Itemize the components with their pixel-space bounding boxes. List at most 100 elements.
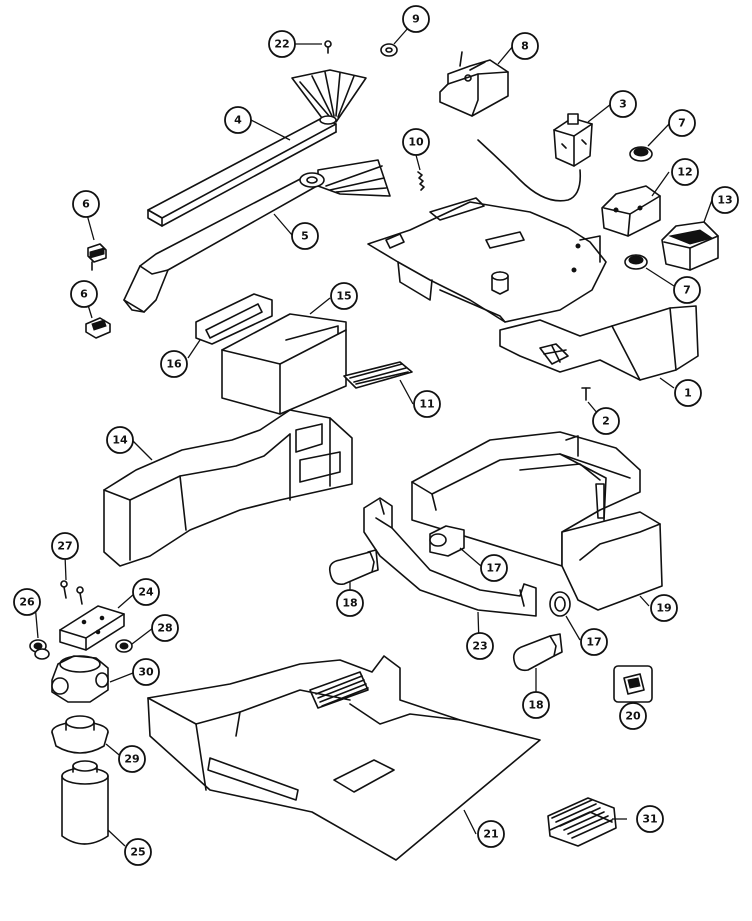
callout-label: 24 — [138, 586, 154, 599]
callout-5: 5 — [291, 222, 319, 250]
callout-28: 28 — [151, 614, 179, 642]
callout-6-lower: 6 — [70, 280, 98, 308]
part-12-relay — [601, 185, 661, 237]
callout-23: 23 — [466, 632, 494, 660]
callout-label: 8 — [521, 40, 529, 53]
part-17-socket-lower — [549, 591, 571, 617]
callout-26: 26 — [13, 588, 41, 616]
part-31-heater-coil — [547, 797, 617, 847]
callout-14: 14 — [106, 426, 134, 454]
part-25-filter-cartridge — [61, 760, 109, 845]
callout-24: 24 — [132, 578, 160, 606]
callout-label: 14 — [112, 434, 128, 447]
part-8-switch — [439, 51, 509, 117]
callout-18-lower: 18 — [522, 691, 550, 719]
callout-label: 26 — [19, 596, 35, 609]
part-20-clip — [613, 665, 653, 703]
part-7-knob-top — [629, 146, 653, 162]
part-11-grille — [343, 361, 413, 389]
part-16-frame — [195, 293, 273, 345]
callout-17-upper: 17 — [480, 554, 508, 582]
part-30-filter-head — [51, 655, 109, 703]
part-18-bulb-lower — [512, 633, 563, 672]
callout-label: 7 — [683, 284, 691, 297]
callout-7-lower: 7 — [673, 276, 701, 304]
part-29-filter-cap — [51, 715, 109, 754]
callout-label: 6 — [82, 198, 90, 211]
callout-label: 30 — [138, 666, 154, 679]
callout-label: 9 — [412, 13, 420, 26]
callout-label: 25 — [130, 846, 145, 859]
callout-label: 12 — [677, 166, 692, 179]
callout-20: 20 — [619, 702, 647, 730]
part-26-fitting — [29, 639, 50, 660]
part-6-clip-upper — [87, 243, 107, 271]
callout-label: 21 — [483, 828, 498, 841]
callout-label: 5 — [301, 230, 309, 243]
callout-label: 7 — [678, 117, 686, 130]
callout-29: 29 — [118, 745, 146, 773]
part-15-duct — [221, 313, 347, 415]
part-7-knob-lower — [624, 254, 648, 270]
callout-label: 23 — [472, 640, 487, 653]
part-22-screw — [324, 40, 332, 54]
callout-11: 11 — [413, 390, 441, 418]
callout-10: 10 — [402, 128, 430, 156]
callout-4: 4 — [224, 106, 252, 134]
callout-label: 27 — [57, 540, 72, 553]
callout-8: 8 — [511, 32, 539, 60]
part-3-thermostat — [477, 113, 593, 202]
part-1-control-housing — [367, 197, 699, 381]
callout-30: 30 — [132, 658, 160, 686]
part-17-socket-upper — [429, 525, 465, 557]
part-28-fitting — [115, 639, 133, 653]
callout-15: 15 — [330, 282, 358, 310]
callout-7-upper: 7 — [668, 109, 696, 137]
callout-19: 19 — [650, 594, 678, 622]
callout-17-lower: 17 — [580, 628, 608, 656]
part-9-washer — [380, 43, 398, 57]
part-14-duct-housing — [103, 409, 353, 567]
part-10-spring — [417, 171, 425, 191]
callout-label: 28 — [157, 622, 172, 635]
callout-label: 20 — [625, 710, 641, 723]
callout-1: 1 — [674, 379, 702, 407]
callout-16: 16 — [160, 350, 188, 378]
callout-label: 19 — [656, 602, 671, 615]
callout-label: 10 — [408, 136, 424, 149]
callout-label: 17 — [586, 636, 601, 649]
callout-label: 18 — [528, 699, 543, 712]
callout-27: 27 — [51, 532, 79, 560]
part-4-damper-arm — [147, 69, 367, 227]
part-5-damper-arm — [123, 159, 391, 313]
part-21-base-pan — [147, 655, 541, 861]
part-23-front-rail — [363, 497, 537, 617]
callout-13: 13 — [711, 186, 739, 214]
callout-label: 1 — [684, 387, 692, 400]
callout-label: 15 — [336, 290, 351, 303]
part-2-screw — [581, 387, 591, 401]
callout-label: 4 — [234, 114, 242, 127]
callout-label: 3 — [619, 98, 627, 111]
callout-21: 21 — [477, 820, 505, 848]
callout-31: 31 — [636, 805, 664, 833]
callout-label: 29 — [124, 753, 139, 766]
callout-label: 2 — [602, 415, 610, 428]
callout-label: 18 — [342, 597, 357, 610]
callout-3: 3 — [609, 90, 637, 118]
callout-label: 13 — [717, 194, 732, 207]
callout-label: 17 — [486, 562, 501, 575]
callout-22: 22 — [268, 30, 296, 58]
callout-label: 31 — [642, 813, 657, 826]
callout-12: 12 — [671, 158, 699, 186]
callout-2: 2 — [592, 407, 620, 435]
part-24-bracket — [59, 605, 125, 651]
callout-18-upper: 18 — [336, 589, 364, 617]
callout-6-upper: 6 — [72, 190, 100, 218]
callout-label: 6 — [80, 288, 88, 301]
callout-9: 9 — [402, 5, 430, 33]
part-13-capacitor — [661, 221, 719, 271]
part-19-crisper-housing — [411, 431, 663, 611]
